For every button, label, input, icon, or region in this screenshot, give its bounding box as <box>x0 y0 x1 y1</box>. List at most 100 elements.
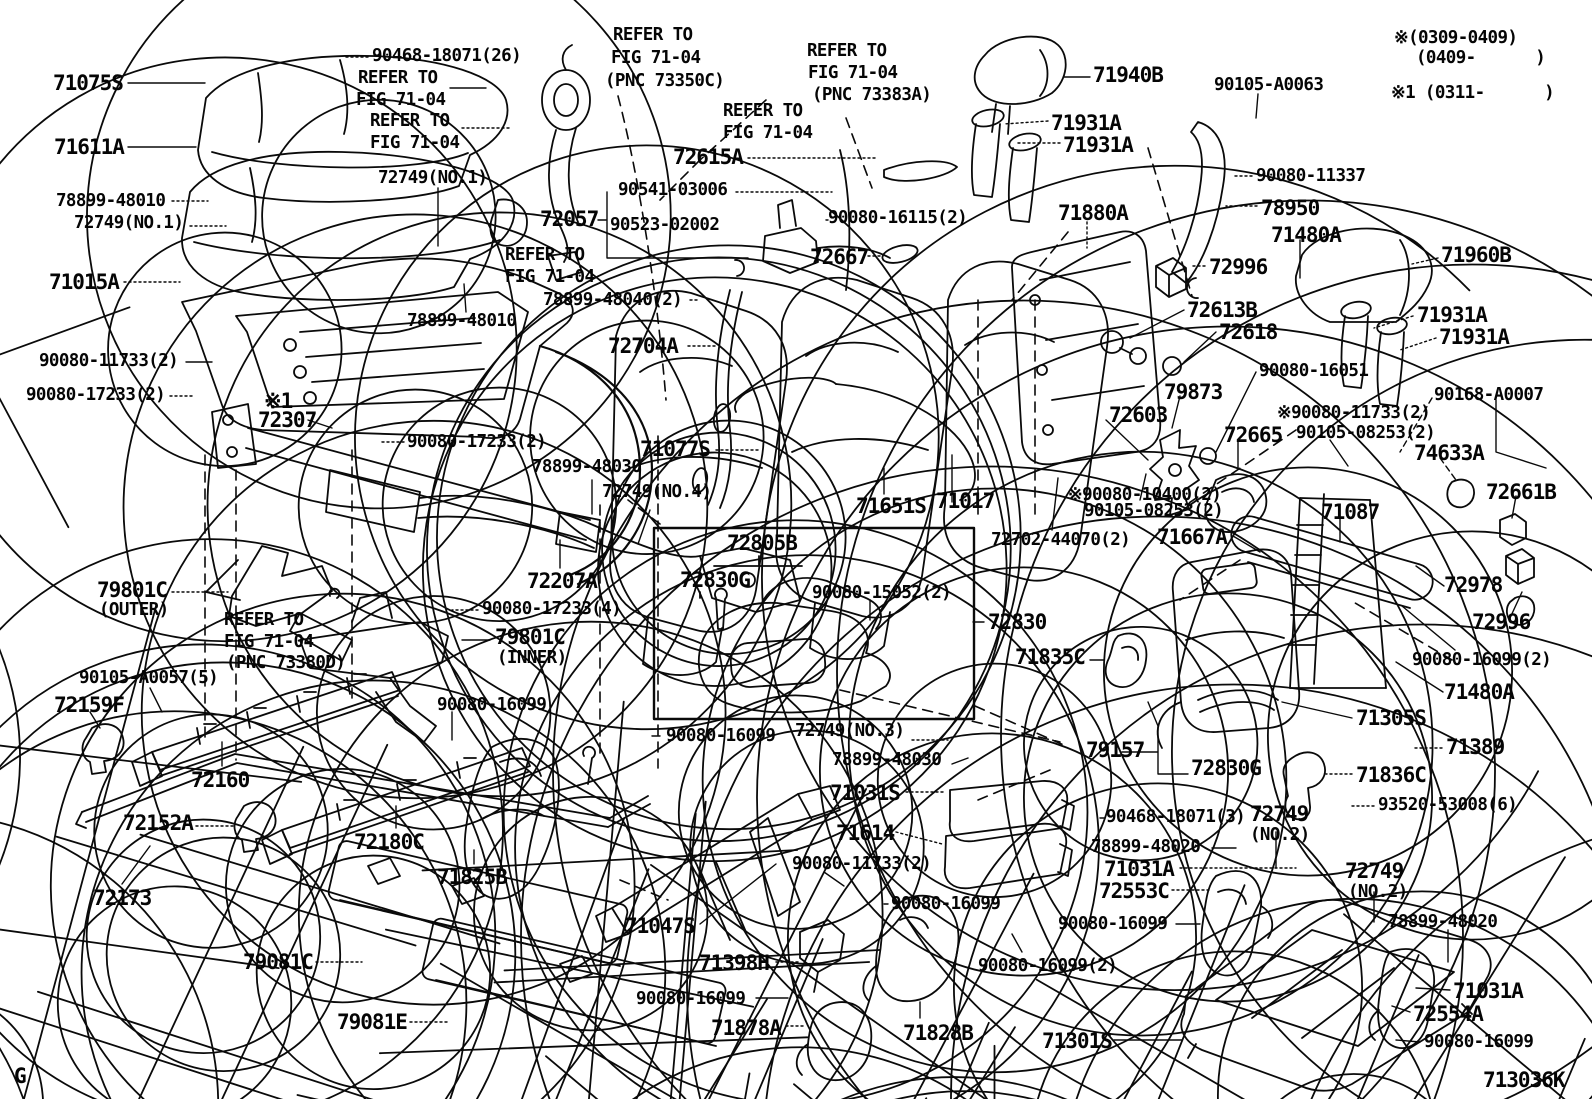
part-label: (OUTER) <box>99 600 169 620</box>
part-label: REFER TO <box>613 25 693 45</box>
part-label: (NO.2) <box>1250 825 1310 845</box>
part-label: 72618 <box>1219 320 1278 344</box>
sheet-letter: G <box>14 1064 27 1088</box>
part-label: ※1 <box>264 389 293 413</box>
part-label: (NO.2) <box>1348 882 1408 902</box>
part-label: 90080-16099 <box>1058 914 1168 934</box>
part-label: 78899-48020 <box>1091 837 1201 857</box>
part-label: 78899-48040(2) <box>543 290 683 310</box>
part-label: 72613B <box>1187 298 1258 322</box>
part-label: 90080-16099 <box>891 894 1001 914</box>
part-label: 90080-11733(2) <box>792 854 932 874</box>
part-label: FIG 71-04 <box>370 133 460 153</box>
part-label: 71931A <box>1417 303 1488 327</box>
part-label: 90080-11733(2) <box>39 351 179 371</box>
part-label: 71651S <box>856 494 927 518</box>
part-label: 90080-16099 <box>666 726 776 746</box>
part-label: FIG 71-04 <box>611 48 701 68</box>
part-label: 72702-44070(2) <box>991 530 1131 550</box>
recliner-79801C-outer-drawing <box>206 546 352 661</box>
part-label: 78899-48010 <box>56 191 166 211</box>
part-label: 71389 <box>1446 735 1505 759</box>
part-label: 72805B <box>727 531 798 555</box>
cover-71828B-drawing <box>863 896 958 1001</box>
part-label: 72159F <box>54 693 125 717</box>
part-label: 72749(NO.1) <box>378 168 488 188</box>
part-label: 71075S <box>53 71 124 95</box>
part-label: (0409- ) <box>1416 48 1546 68</box>
part-label: 71931A <box>1051 111 1122 135</box>
part-label: 90523-02002 <box>610 215 720 235</box>
part-label: 90080-16099(2) <box>1412 650 1552 670</box>
part-label: 71480A <box>1271 223 1342 247</box>
part-label: REFER TO <box>224 610 304 630</box>
part-label: 78950 <box>1261 196 1320 220</box>
part-label: FIG 71-04 <box>505 267 595 287</box>
headrest-stays-71931A-left-drawing <box>971 107 1043 222</box>
part-label: 79873 <box>1164 380 1223 404</box>
part-label: 72661B <box>1486 480 1557 504</box>
part-label: 78899-48020 <box>1388 912 1498 932</box>
part-label: FIG 71-04 <box>356 90 446 110</box>
part-label: 90080-16051 <box>1259 361 1369 381</box>
part-label: 90080-15052(2) <box>812 583 952 603</box>
belt-strap-72704A-drawing <box>691 260 744 508</box>
part-label: 72749 <box>1345 859 1404 883</box>
part-label: 72830G <box>1191 756 1262 780</box>
part-label: 90105-08253(2) <box>1084 501 1224 521</box>
part-label: 79801C <box>97 578 168 602</box>
headrest-71940B-drawing <box>975 37 1066 134</box>
part-label: 71878A <box>711 1016 782 1040</box>
part-label: 90080-17233(2) <box>407 432 547 452</box>
back-frame-ladder-right-drawing <box>1289 494 1386 688</box>
part-label: 71960B <box>1441 243 1512 267</box>
part-label: 90080-17233(2) <box>26 385 166 405</box>
part-label: 71017 <box>936 489 995 513</box>
part-label: 72307 <box>258 408 317 432</box>
part-label: REFER TO <box>807 41 887 61</box>
part-label: 71836C <box>1356 763 1427 787</box>
part-label: REFER TO <box>370 111 450 131</box>
part-label: (PNC 73350C) <box>605 71 725 91</box>
part-label: 71087 <box>1321 500 1380 524</box>
part-label: 78899-48030 <box>532 457 642 477</box>
cap-72996-upper-drawing <box>1156 258 1186 297</box>
part-label: 71880A <box>1058 201 1129 225</box>
part-label: 71077S <box>640 437 711 461</box>
part-label: 71835C <box>1015 645 1086 669</box>
part-label: 90080-17233(4) <box>482 599 622 619</box>
part-label: 90080-16099 <box>437 695 547 715</box>
part-label: 72160 <box>191 768 250 792</box>
part-label: 71828B <box>903 1021 974 1045</box>
part-label: 72207A <box>527 569 598 593</box>
part-label: 90468-18071(26) <box>372 46 522 66</box>
part-label: 72553C <box>1099 879 1170 903</box>
part-label: FIG 71-04 <box>224 632 314 652</box>
part-label: 71825B <box>437 865 508 889</box>
part-label: 71047S <box>625 914 696 938</box>
part-label: ※90080-10400(2) <box>1068 485 1222 505</box>
part-label: (PNC 73380D) <box>226 653 346 673</box>
rear-cushions-71031S-71614-drawing <box>945 781 1074 888</box>
part-label: FIG 71-04 <box>723 123 813 143</box>
part-label: 72978 <box>1444 573 1503 597</box>
part-label: 72173 <box>93 886 152 910</box>
side-panel-71667A-drawing <box>1158 549 1299 748</box>
part-label: 71614 <box>836 821 895 845</box>
part-label: 72152A <box>123 811 194 835</box>
cover-72553C-drawing <box>1202 871 1273 975</box>
part-label: 90168-A0007 <box>1434 385 1544 405</box>
part-label: 72554A <box>1413 1002 1484 1026</box>
part-label: 90080-16099 <box>636 989 746 1009</box>
part-label: 78899-48010 <box>407 311 517 331</box>
part-label: 90105-A0063 <box>1214 75 1324 95</box>
part-label: (PNC 73383A) <box>812 85 932 105</box>
part-label: 72057 <box>540 207 599 231</box>
part-label: 72996 <box>1209 255 1268 279</box>
part-label: 72749 <box>1250 802 1309 826</box>
seat-back-frame-71880A-drawing <box>1012 231 1160 464</box>
part-label: 72603 <box>1109 403 1168 427</box>
